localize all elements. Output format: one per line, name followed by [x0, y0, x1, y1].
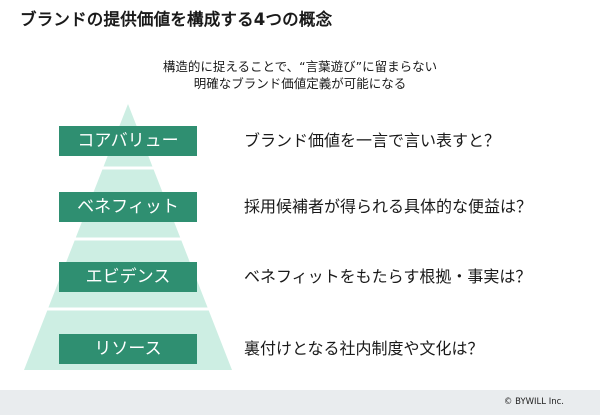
layer-question-benefit: 採用候補者が得られる具体的な便益は？ — [244, 197, 533, 216]
layer-label-resource: リソース — [59, 334, 197, 364]
layer-question-core-value: ブランド価値を一言で言い表すと？ — [244, 131, 501, 150]
subtitle-line-2: 明確なブランド価値定義が可能になる — [193, 76, 407, 91]
layer-question-resource: 裏付けとなる社内制度や文化は？ — [244, 339, 484, 358]
layer-label-benefit: ベネフィット — [59, 192, 197, 222]
slide-title: ブランドの提供価値を構成する4つの概念 — [20, 10, 333, 29]
layer-label-core-value: コアバリュー — [59, 126, 197, 156]
footer-bar: © BYWILL Inc. — [0, 390, 600, 415]
layer-question-evidence: ベネフィットをもたらす根拠・事実は？ — [244, 267, 532, 286]
copyright-text: © BYWILL Inc. — [503, 397, 564, 407]
subtitle-line-1: 構造的に捉えることで、“言葉遊び”に留まらない — [162, 59, 438, 74]
pyramid-shape — [24, 104, 232, 370]
layer-label-evidence: エビデンス — [59, 262, 197, 292]
